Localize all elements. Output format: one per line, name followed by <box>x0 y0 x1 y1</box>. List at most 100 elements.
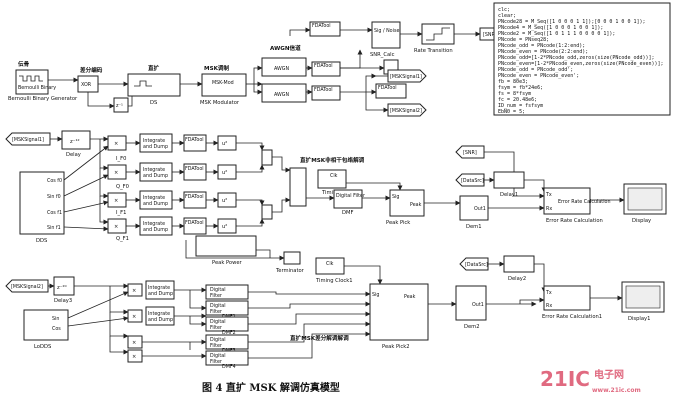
mixer-row3[interactable]: × <box>127 335 143 349</box>
mixer-row2[interactable]: × <box>107 218 127 234</box>
unit-delay-block[interactable]: z⁻¹ <box>113 97 129 113</box>
svg-text:Clk: Clk <box>330 173 338 179</box>
svg-text:Display: Display <box>632 218 651 224</box>
fdatool-row2[interactable]: FDATool <box>183 217 207 235</box>
svg-text:Display1: Display1 <box>628 316 650 322</box>
lodds-block[interactable]: Sin Cos LoDDS <box>23 309 69 350</box>
rate-transition-block[interactable]: Rate Transition <box>414 23 455 54</box>
svg-text:Dem2: Dem2 <box>464 324 480 330</box>
msksignal2-goto[interactable]: [MSKSignal2] <box>387 103 427 117</box>
msksignal1-from[interactable]: [MSKSignal1] <box>5 132 51 146</box>
msksignal1-goto[interactable]: [MSKSignal1] <box>387 69 427 83</box>
delay2-block[interactable]: Delay2 <box>503 255 535 282</box>
terminator-block[interactable]: Terminator <box>275 251 305 274</box>
square-block-row2[interactable]: u² <box>217 164 237 180</box>
digital-filter-dmf[interactable]: Digital Filter DMF <box>333 189 365 216</box>
mixer-row2[interactable]: × <box>107 164 127 180</box>
xor-block[interactable]: XOR <box>77 75 99 93</box>
svg-text:Digital: Digital <box>210 287 226 293</box>
fdatool-row1-d[interactable]: FDATool <box>375 83 407 99</box>
msksignal2-from[interactable]: [MSKSignal2] <box>5 279 49 293</box>
fdatool-row1-b[interactable]: FDATool <box>311 85 341 101</box>
svg-text:Rate Transition: Rate Transition <box>414 48 453 54</box>
svg-text:and Dump: and Dump <box>148 317 173 323</box>
svg-text:DMF: DMF <box>342 210 353 216</box>
code-line: PNcode_even = PNcode(2:2:end); <box>498 49 588 55</box>
display-block[interactable]: Display <box>623 183 667 224</box>
mixer-row2[interactable]: × <box>107 192 127 208</box>
sum-block-lower[interactable] <box>261 204 273 220</box>
svg-text:Rx: Rx <box>546 206 552 212</box>
svg-text:z⁻²⁰: z⁻²⁰ <box>57 285 67 291</box>
awgn-block-1[interactable]: AWGN <box>261 57 307 77</box>
delay3-block[interactable]: z⁻²⁰ Delay3 <box>53 276 75 304</box>
code-line: fb = 80e3; <box>498 79 528 85</box>
mixer-row2[interactable]: × <box>107 135 127 151</box>
svg-text:DS: DS <box>150 100 157 106</box>
code-line: EbN0 = 5; <box>498 109 525 115</box>
sum-block-upper[interactable] <box>261 149 273 166</box>
i-f0-label: I_F0 <box>116 156 126 162</box>
msk-modulator[interactable]: MSK-Mod MSK Modulator <box>200 73 247 106</box>
fdatool-row2[interactable]: FDATool <box>183 134 207 152</box>
mixer-row3[interactable]: × <box>127 309 143 323</box>
snr-calc-block[interactable]: Sig / Noise SNR_Calc <box>370 21 401 58</box>
peak-pick-block[interactable]: Sig Peak Peak Pick <box>386 189 425 226</box>
mixer-row3[interactable]: × <box>127 283 143 297</box>
svg-text:Filter: Filter <box>210 309 222 315</box>
dds-block[interactable]: Cos f0 Sin f0 Cos f1 Sin f1 DDS <box>19 171 65 244</box>
svg-text:[SNR]: [SNR] <box>483 32 497 38</box>
peak-pick2-block[interactable]: Sig Peak Peak Pick2 <box>369 283 429 350</box>
error-rate-calc1[interactable]: Tx Rx Error Rate Calculation1 <box>542 285 602 320</box>
svg-text:Tx: Tx <box>545 192 552 198</box>
display1-block[interactable]: Display1 <box>621 281 665 322</box>
mixer-row3[interactable]: × <box>127 349 143 363</box>
dem2-block[interactable]: Out1 Dem2 <box>455 285 487 330</box>
snr-from-row2[interactable]: [SNR] <box>455 145 485 159</box>
ds-block[interactable]: DS <box>127 73 181 106</box>
bernoulli-generator[interactable]: 伝骨 Bernoulli Binary Bernoulli Binary Gen… <box>8 60 78 102</box>
svg-text:and Dump: and Dump <box>148 291 173 297</box>
fdatool-row2[interactable]: FDATool <box>183 191 207 209</box>
svg-text:AWGN: AWGN <box>274 66 289 72</box>
svg-text:XOR: XOR <box>81 82 92 88</box>
awgn-block-2[interactable]: AWGN <box>261 83 307 103</box>
datasrc-from-row3[interactable]: [DataSrc] <box>459 257 489 271</box>
square-block-row2[interactable]: u² <box>217 218 237 234</box>
dem1-block[interactable]: Out1 Dem1 <box>459 195 489 230</box>
row3-filters: DigitalFilterDigitalFilterDMF1DigitalFil… <box>205 284 249 370</box>
fdatool-row1-top[interactable]: FDATool <box>309 21 341 37</box>
svg-text:Digital: Digital <box>210 303 226 309</box>
delay1-block[interactable]: Delay1 <box>493 171 525 198</box>
square-block-row2[interactable]: u² <box>217 135 237 151</box>
timing-clock1-block[interactable]: Clk Timing Clock1 <box>315 257 353 284</box>
datasrc-from-row2[interactable]: [DataSrc] <box>455 173 485 187</box>
fdatool-row1-a[interactable]: FDATool <box>311 61 341 77</box>
fdatool-row2[interactable]: FDATool <box>183 163 207 181</box>
peak-power-block[interactable]: Peak Power <box>195 235 257 266</box>
svg-text:Error Rate Calculation1: Error Rate Calculation1 <box>542 314 602 320</box>
delay-block[interactable]: z⁻¹² Delay <box>61 130 91 158</box>
svg-text:×: × <box>114 198 118 204</box>
square-block-row2[interactable]: u² <box>217 192 237 208</box>
svg-text:×: × <box>132 288 136 294</box>
svg-text:Peak Power: Peak Power <box>212 260 243 266</box>
diff-code-label: 差分编码 <box>80 66 103 74</box>
sum-block-mid[interactable] <box>289 167 307 207</box>
code-line: PNcode_odd = PNcode(1:2:end); <box>498 43 585 49</box>
svg-text:AWGN: AWGN <box>274 92 289 98</box>
svg-text:LoDDS: LoDDS <box>34 344 51 350</box>
svg-text:Tx: Tx <box>545 290 552 296</box>
watermark-logo: 21IC 电子网 www.21ic.com <box>540 367 641 394</box>
error-rate-calc[interactable]: Tx Rx Error Rate Calculation Error Rate … <box>543 187 611 224</box>
